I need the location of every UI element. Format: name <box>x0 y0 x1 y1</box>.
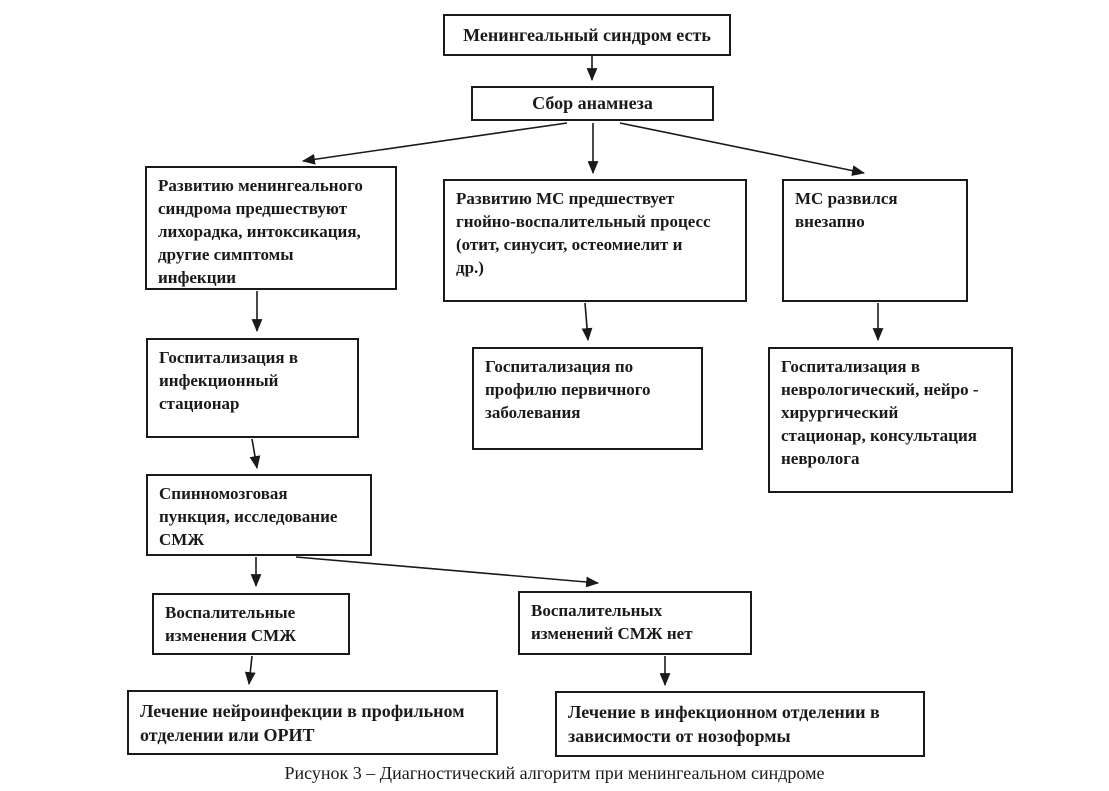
node-hospitalization-infectious: Госпитализация в инфекционный стационар <box>146 338 359 438</box>
arrow-purulent-to-hosp-primary <box>581 302 593 342</box>
node-infection-precedes: Развитию менингеального синдрома предшес… <box>145 166 397 290</box>
arrow-puncture-to-csf-not-inflamed <box>295 556 600 588</box>
arrow-anamnesis-to-sudden <box>619 122 866 176</box>
node-treatment-neuroinfection: Лечение нейроинфекции в профильном отдел… <box>127 690 498 755</box>
node-lumbar-puncture-csf: Спинномозговая пункция, исследование СМЖ <box>146 474 372 556</box>
arrow-hosp-infectious-to-puncture <box>249 438 261 470</box>
node-hospitalization-primary-disease: Госпитализация по профилю первичного заб… <box>472 347 703 450</box>
node-treatment-infectious-department: Лечение в инфекционном отделении в завис… <box>555 691 925 757</box>
node-csf-no-inflammatory-changes: Воспалительных изменений СМЖ нет <box>518 591 752 655</box>
node-history-taking: Сбор анамнеза <box>471 86 714 121</box>
figure-caption: Рисунок 3 – Диагностический алгоритм при… <box>284 763 825 783</box>
node-hospitalization-neurological: Госпитализация в неврологический, нейро … <box>768 347 1013 493</box>
node-csf-inflammatory-changes: Воспалительные изменения СМЖ <box>152 593 350 655</box>
node-sudden-onset: МС развился внезапно <box>782 179 968 302</box>
arrow-anamnesis-to-infection <box>301 122 568 165</box>
arrow-csf-inflamed-to-treatment <box>244 655 256 686</box>
node-purulent-process-precedes: Развитию МС предшествует гнойно-воспалит… <box>443 179 747 302</box>
node-meningeal-syndrome-present: Менингеальный синдром есть <box>443 14 731 56</box>
